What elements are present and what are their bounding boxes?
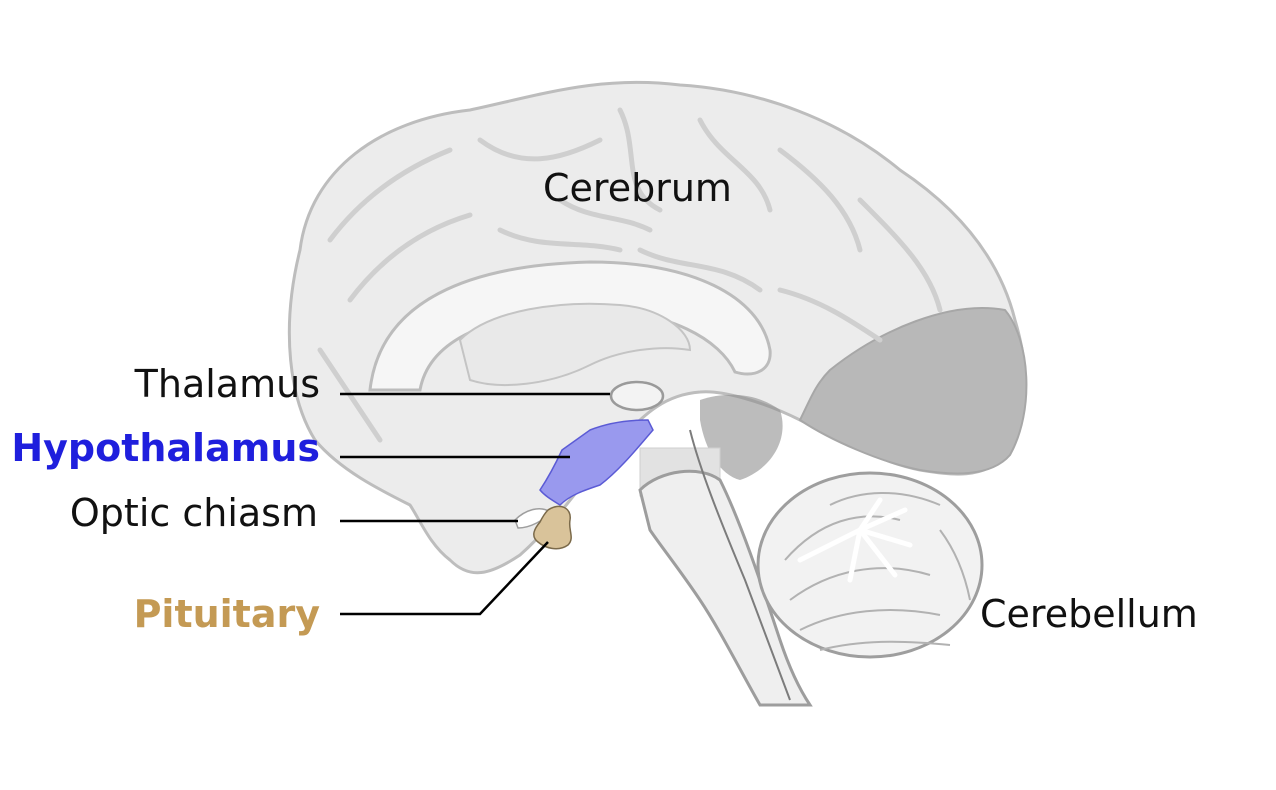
pituitary-label: Pituitary xyxy=(133,592,320,636)
lateral-ventricle xyxy=(458,302,692,386)
cerebrum-label: Cerebrum xyxy=(543,166,732,210)
cerebellum-label: Cerebellum xyxy=(980,592,1198,636)
thalamus-label: Thalamus xyxy=(134,362,320,406)
pituitary-leader xyxy=(340,541,549,616)
brainstem-shape xyxy=(638,469,813,707)
thalamus-shape xyxy=(609,380,665,412)
brainstem-edge xyxy=(689,429,791,701)
pituitary-shape xyxy=(533,505,572,550)
hypothalamus-shape xyxy=(539,419,654,506)
gyri-texture xyxy=(317,107,943,443)
cerebellum-shape xyxy=(756,471,984,659)
leader-lines xyxy=(340,392,610,616)
optic-chiasm-label: Optic chiasm xyxy=(69,491,318,535)
midbrain-dark xyxy=(700,394,783,480)
occipital-region xyxy=(798,307,1028,475)
hypothalamus-label: Hypothalamus xyxy=(11,426,320,470)
